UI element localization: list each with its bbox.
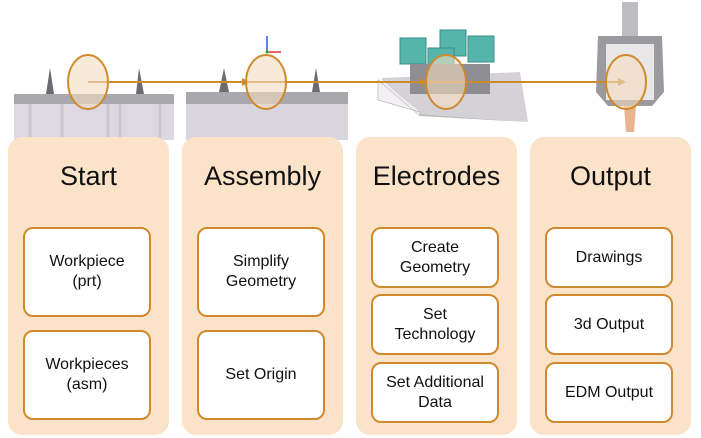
column-output: Output Drawings 3d Output EDM Output bbox=[530, 137, 691, 435]
column-title: Assembly bbox=[203, 161, 322, 191]
column-title: Start bbox=[59, 161, 118, 191]
column-start: Start Workpiece (prt) Workpieces (asm) bbox=[8, 137, 169, 435]
column-assembly: Assembly Simplify Geometry Set Origin bbox=[182, 137, 343, 435]
step-3d-output[interactable]: 3d Output bbox=[545, 294, 673, 355]
step-set-origin[interactable]: Set Origin bbox=[197, 330, 325, 420]
process-illustrations bbox=[14, 2, 664, 140]
step-set-additional-data[interactable]: Set Additional Data bbox=[371, 362, 499, 423]
step-drawings[interactable]: Drawings bbox=[545, 227, 673, 288]
step-simplify-geometry[interactable]: Simplify Geometry bbox=[197, 227, 325, 317]
step-workpieces-asm[interactable]: Workpieces (asm) bbox=[23, 330, 151, 420]
electrodes-image bbox=[377, 29, 528, 122]
step-create-geometry[interactable]: Create Geometry bbox=[371, 227, 499, 288]
step-workpiece-prt[interactable]: Workpiece (prt) bbox=[23, 227, 151, 317]
column-title: Electrodes bbox=[372, 161, 501, 191]
focus-circles bbox=[67, 54, 647, 110]
column-title: Output bbox=[569, 161, 652, 191]
step-edm-output[interactable]: EDM Output bbox=[545, 362, 673, 423]
column-electrodes: Electrodes Create Geometry Set Technolog… bbox=[356, 137, 517, 435]
step-set-technology[interactable]: Set Technology bbox=[371, 294, 499, 355]
flow-arrow bbox=[88, 78, 626, 86]
